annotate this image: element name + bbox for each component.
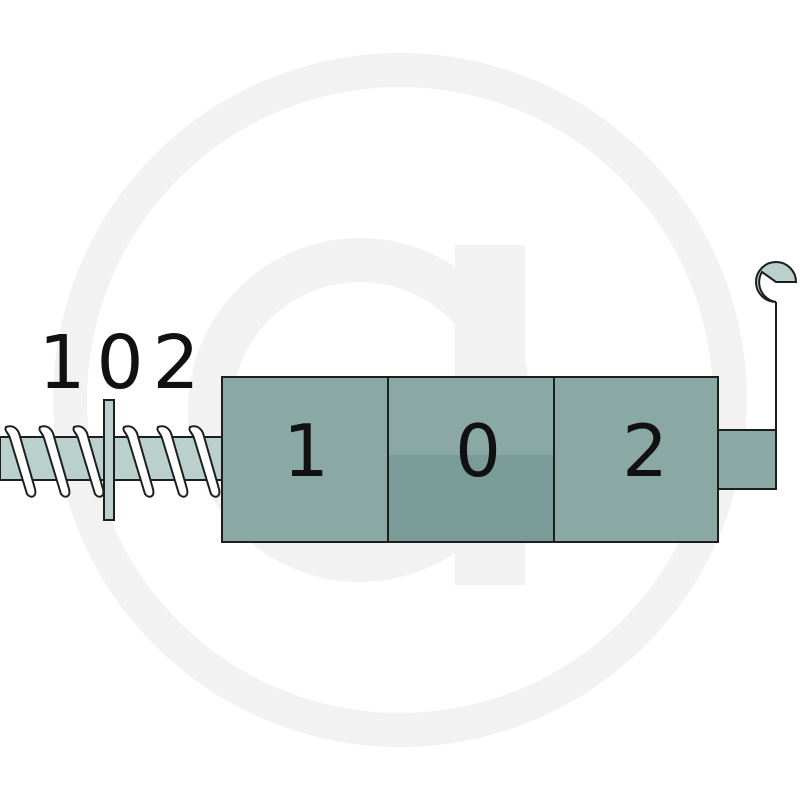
spring-coils <box>4 425 221 498</box>
watermark-outer-ring <box>53 53 747 747</box>
housing: 1 0 2 <box>221 376 719 543</box>
top-label: 1 0 2 <box>38 320 199 406</box>
housing-cell-1 <box>221 376 389 543</box>
housing-cell-2-digit: 0 <box>455 409 501 493</box>
spring-coil <box>122 425 155 498</box>
washer-plate <box>103 399 115 521</box>
hook-icon <box>755 261 798 303</box>
top-label-digit-3: 2 <box>152 320 199 406</box>
housing-cell-3-digit: 2 <box>622 409 668 493</box>
housing-cell-3 <box>553 376 719 543</box>
spring-coil <box>156 425 189 498</box>
spring-coil <box>72 425 105 498</box>
shaft-block <box>717 429 777 490</box>
spring-coil <box>38 425 71 498</box>
top-label-digit-2: 0 <box>96 320 143 406</box>
output-shaft <box>717 261 798 490</box>
spring-assembly <box>0 399 224 521</box>
spring-coil <box>188 425 221 498</box>
spring-coil <box>4 425 37 498</box>
housing-cell-2-shade <box>389 455 553 541</box>
housing-cell-1-digit: 1 <box>283 409 329 493</box>
top-label-digit-1: 1 <box>38 320 85 406</box>
